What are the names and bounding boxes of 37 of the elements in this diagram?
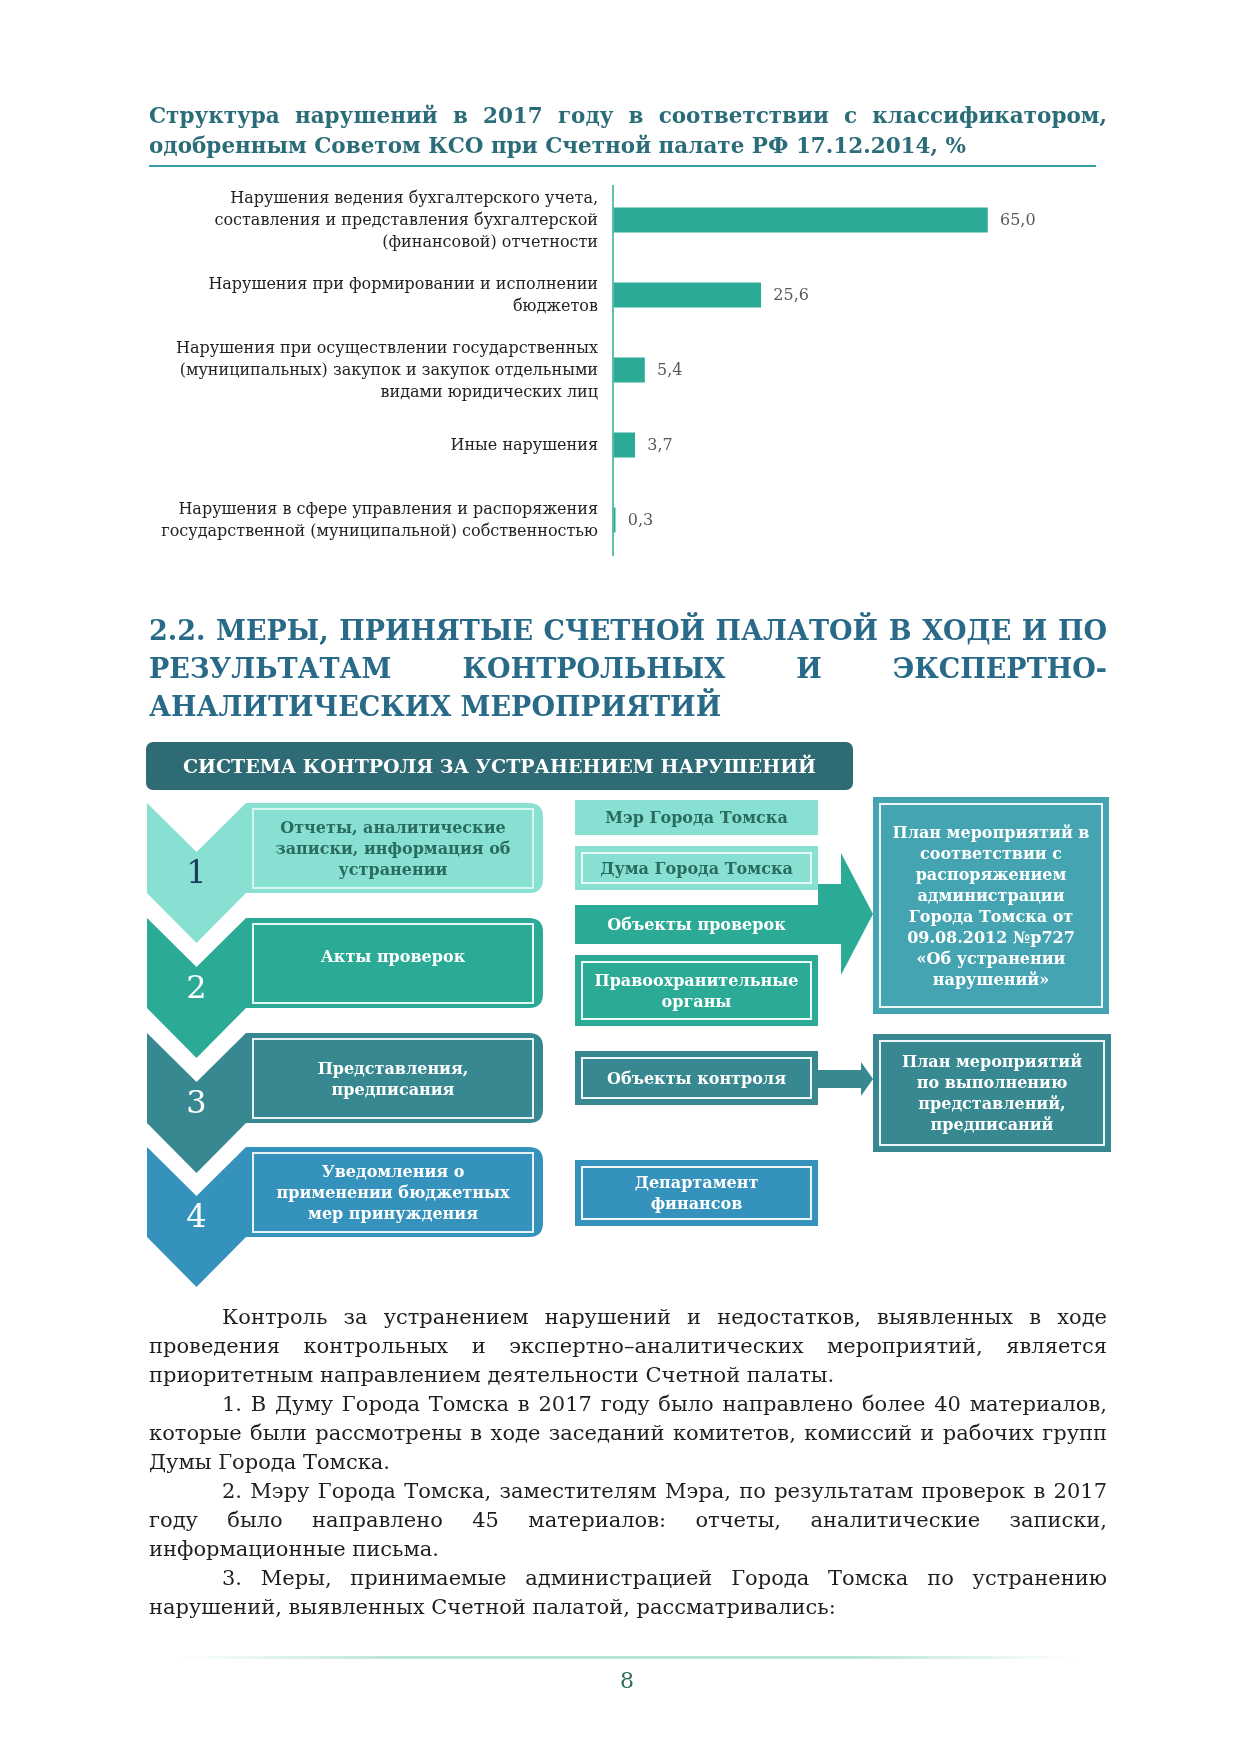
category-label: Нарушения при осуществлении государственных (муниципальных) закупок и закупок отдельными видами юридических лиц — [175, 337, 598, 403]
block-arrow — [818, 1062, 873, 1096]
body-paragraph: Контроль за устранением нарушений и недостатков, выявленных в ходе проведения контрольных и экспертно–аналитических мероприятий, является приоритетным направлением деятельности Счетной палаты. — [149, 1304, 1107, 1389]
step-number: 2 — [185, 969, 208, 1005]
process-box: Отчеты, аналитические записки, информация об устранении — [252, 808, 534, 889]
category-label: Иные нарушения — [449, 434, 598, 456]
section-heading: 2.2. МЕРЫ, ПРИНЯТЫЕ СЧЕТНОЙ ПАЛАТОЙ В ХОДЕ И ПО РЕЗУЛЬТАТАМ КОНТРОЛЬНЫХ И ЭКСПЕРТНО-АНАЛИТИЧЕСКИХ МЕРОПРИЯТИЙ — [149, 612, 1107, 726]
process-box: Департамент финансов — [575, 1160, 818, 1226]
chart-title: Структура нарушений в 2017 году в соответствии с классификатором, одобренным Советом КСО при Счетной палате РФ 17.12.2014, % — [149, 102, 1107, 160]
body-paragraph: 3. Меры, принимаемые администрацией Города Томска по устранению нарушений, выявленных Счетной палатой, рассматривались: — [149, 1565, 1107, 1621]
value-label: 5,4 — [657, 359, 683, 381]
body-paragraph: 1. В Думу Города Томска в 2017 году было направлено более 40 материалов, которые были рассмотрены в ходе заседаний комитетов, комиссий и рабочих групп Думы Города Томска. — [149, 1391, 1107, 1476]
process-box: Акты проверок — [252, 923, 534, 1004]
step-number: 1 — [185, 854, 208, 890]
value-label: 25,6 — [773, 284, 809, 306]
category-label: Нарушения ведения бухгалтерского учета, составления и представления бухгалтерской (финансовой) отчетности — [213, 187, 598, 253]
header-band: СИСТЕМА КОНТРОЛЯ ЗА УСТРАНЕНИЕМ НАРУШЕНИЙ — [146, 742, 853, 790]
step-number: 4 — [185, 1198, 208, 1234]
page-number: 8 — [619, 1667, 635, 1695]
body-paragraph: 2. Мэру Города Томска, заместителям Мэра, по результатам проверок в 2017 году было направлено 45 материалов: отчеты, аналитические записки, информационные письма. — [149, 1478, 1107, 1563]
value-label: 3,7 — [647, 434, 673, 456]
step-number: 3 — [185, 1084, 208, 1120]
category-label: Нарушения в сфере управления и распоряжения государственной (муниципальной) собственностью — [160, 498, 598, 542]
process-box: Мэр Города Томска — [575, 800, 818, 835]
plan-box: План мероприятий по выполнению представлений, предписаний — [873, 1034, 1111, 1152]
category-label: Нарушения при формировании и исполнении бюджетов — [207, 273, 598, 317]
plan-box: План мероприятий в соответствии с распоряжением администрации Города Томска от 09.08.2012 №р727 «Об устранении нарушений» — [873, 797, 1109, 1014]
value-label: 65,0 — [1000, 209, 1036, 231]
process-box: Представления, предписания — [252, 1038, 534, 1119]
process-box: Правоохранительные органы — [575, 955, 818, 1026]
block-arrow — [818, 853, 873, 975]
process-box: Объекты контроля — [575, 1051, 818, 1105]
process-box: Дума Города Томска — [575, 846, 818, 890]
value-label: 0,3 — [627, 509, 654, 531]
chevron-step — [147, 1147, 543, 1287]
process-box: Объекты проверок — [575, 905, 818, 944]
process-box: Уведомления о применении бюджетных мер принуждения — [252, 1152, 534, 1233]
